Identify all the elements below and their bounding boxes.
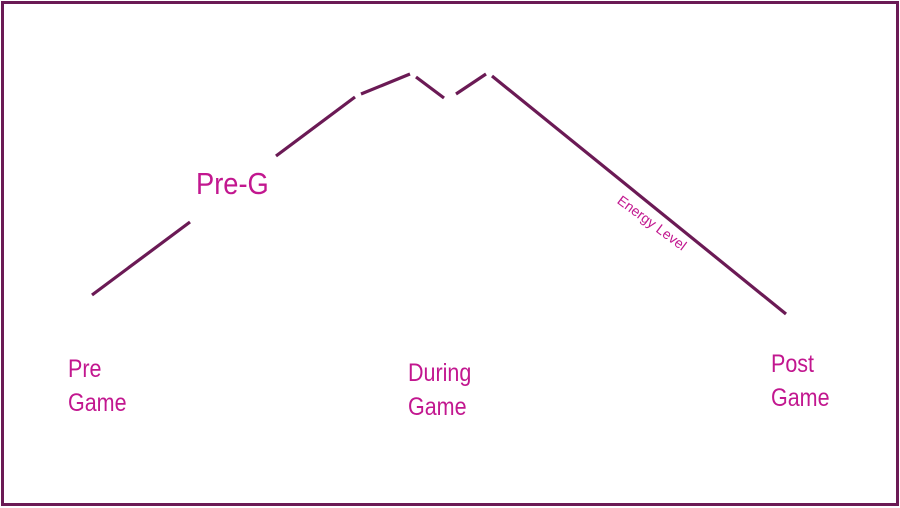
pre-game-label: Pre Game [68, 355, 127, 417]
energy-line-rise-upper [275, 95, 356, 158]
energy-line-dip-up [455, 72, 487, 96]
energy-line-peak-left [360, 72, 411, 96]
energy-line-fall [490, 74, 788, 316]
energy-line-dip-down [415, 75, 445, 100]
energy-line-rise-lower [91, 220, 191, 297]
post-game-label: Post Game [771, 350, 830, 412]
pre-g-label: Pre-G [196, 166, 269, 201]
during-game-label: During Game [408, 359, 472, 421]
